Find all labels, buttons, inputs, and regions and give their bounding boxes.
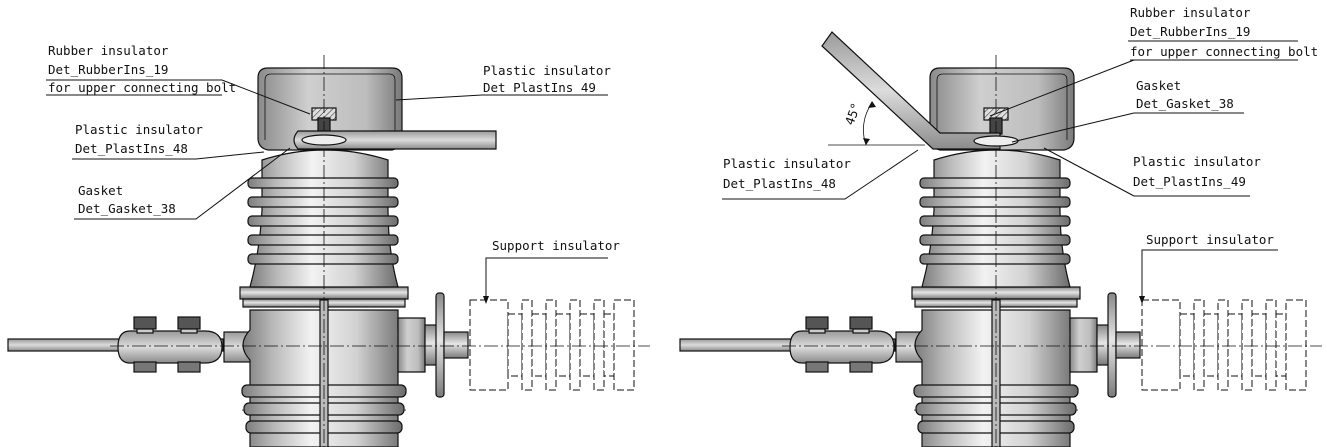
left-rubber-id: Det_RubberIns_19 [48,62,168,77]
right-plastic48-id: Det_PlastIns_48 [723,176,836,191]
right-support-label: Support insulator [1146,232,1274,247]
left-plastic48-id: Det_PlastIns_48 [75,141,188,156]
right-view: 45° Rubber insulator Det_RubberIns_19 fo… [679,5,1323,447]
right-insulator-assembly [679,54,1323,447]
left-plastic48-title: Plastic insulator [75,122,203,137]
right-rubber-title: Rubber insulator [1130,5,1251,20]
left-rubber-note: for upper connecting bolt [48,80,236,95]
left-view: Rubber insulator Det_RubberIns_19 for up… [7,43,651,447]
right-gasket-id: Det_Gasket_38 [1136,96,1234,111]
left-plastic49-title: Plastic insulator [483,63,611,78]
left-plastic49-id: Det_PlastIns_49 [483,80,596,95]
right-plastic48-title: Plastic insulator [723,156,851,171]
left-leaders [46,79,608,300]
right-plastic49-title: Plastic insulator [1133,154,1261,169]
left-rubber-title: Rubber insulator [48,43,169,58]
right-rubber-note: for upper connecting bolt [1130,44,1318,59]
left-gasket-title: Gasket [78,183,123,198]
left-support-label: Support insulator [492,238,620,253]
right-plastic49-id: Det_PlastIns_49 [1133,174,1246,189]
right-gasket-title: Gasket [1136,78,1181,93]
left-gasket-id: Det_Gasket_38 [78,201,176,216]
angle-label: 45° [842,101,864,127]
left-top-conductor [293,130,497,150]
right-rubber-id: Det_RubberIns_19 [1130,24,1250,39]
right-leaders [722,40,1298,300]
